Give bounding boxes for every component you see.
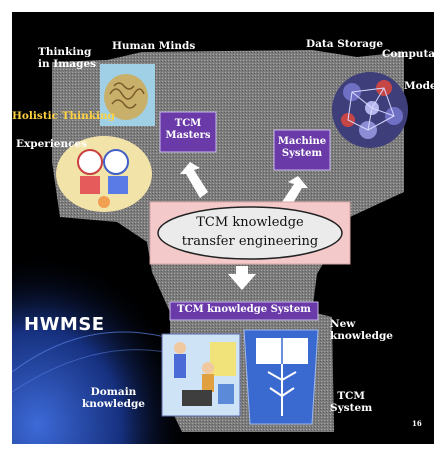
domain-knowledge-image bbox=[161, 333, 241, 417]
hwmse-swoosh bbox=[12, 331, 183, 373]
tcm-book-image bbox=[243, 329, 319, 425]
experiences-image bbox=[56, 136, 152, 212]
knowledge-system-text: TCM knowledge System bbox=[177, 304, 311, 315]
experiences-label: Experiences bbox=[16, 138, 88, 150]
hwmse-title: HWMSE bbox=[24, 314, 105, 335]
transfer-ellipse bbox=[157, 206, 343, 260]
machine-system-text: Machine System bbox=[277, 136, 327, 159]
diagram-graphics bbox=[12, 50, 408, 444]
data-storage-label: Data Storage bbox=[306, 38, 384, 50]
thinking-in-images-label: Thinking in Images bbox=[38, 46, 97, 71]
human-brain-image bbox=[100, 64, 155, 126]
human-minds-label: Human Minds bbox=[112, 40, 196, 52]
holistic-thinking-label: Holistic Thinking bbox=[12, 110, 116, 122]
modeling-label: Modeling bbox=[404, 80, 434, 92]
knowledge-system-box bbox=[169, 301, 319, 321]
tcm-masters-box bbox=[159, 111, 217, 153]
arrow-to-machine bbox=[282, 176, 308, 208]
tcm-system-label: TCM System bbox=[330, 390, 373, 415]
machine-network-image bbox=[332, 72, 408, 148]
new-knowledge-label: New knowledge bbox=[330, 318, 393, 343]
domain-knowledge-label: Domain knowledge bbox=[82, 386, 145, 411]
computation-label: Computation bbox=[382, 48, 434, 60]
arrow-to-masters bbox=[180, 162, 208, 198]
tcm-masters-text: TCM Masters bbox=[165, 118, 211, 141]
page-number: 16 bbox=[412, 419, 422, 428]
hwmse-background bbox=[12, 252, 182, 444]
diagram-slide: Thinking in Images Human Minds Data Stor… bbox=[12, 12, 434, 444]
transfer-engineering-text: TCM knowledge transfer engineering bbox=[181, 215, 319, 249]
machine-system-box bbox=[273, 129, 331, 171]
arrow-to-knowledge-system bbox=[228, 266, 256, 290]
